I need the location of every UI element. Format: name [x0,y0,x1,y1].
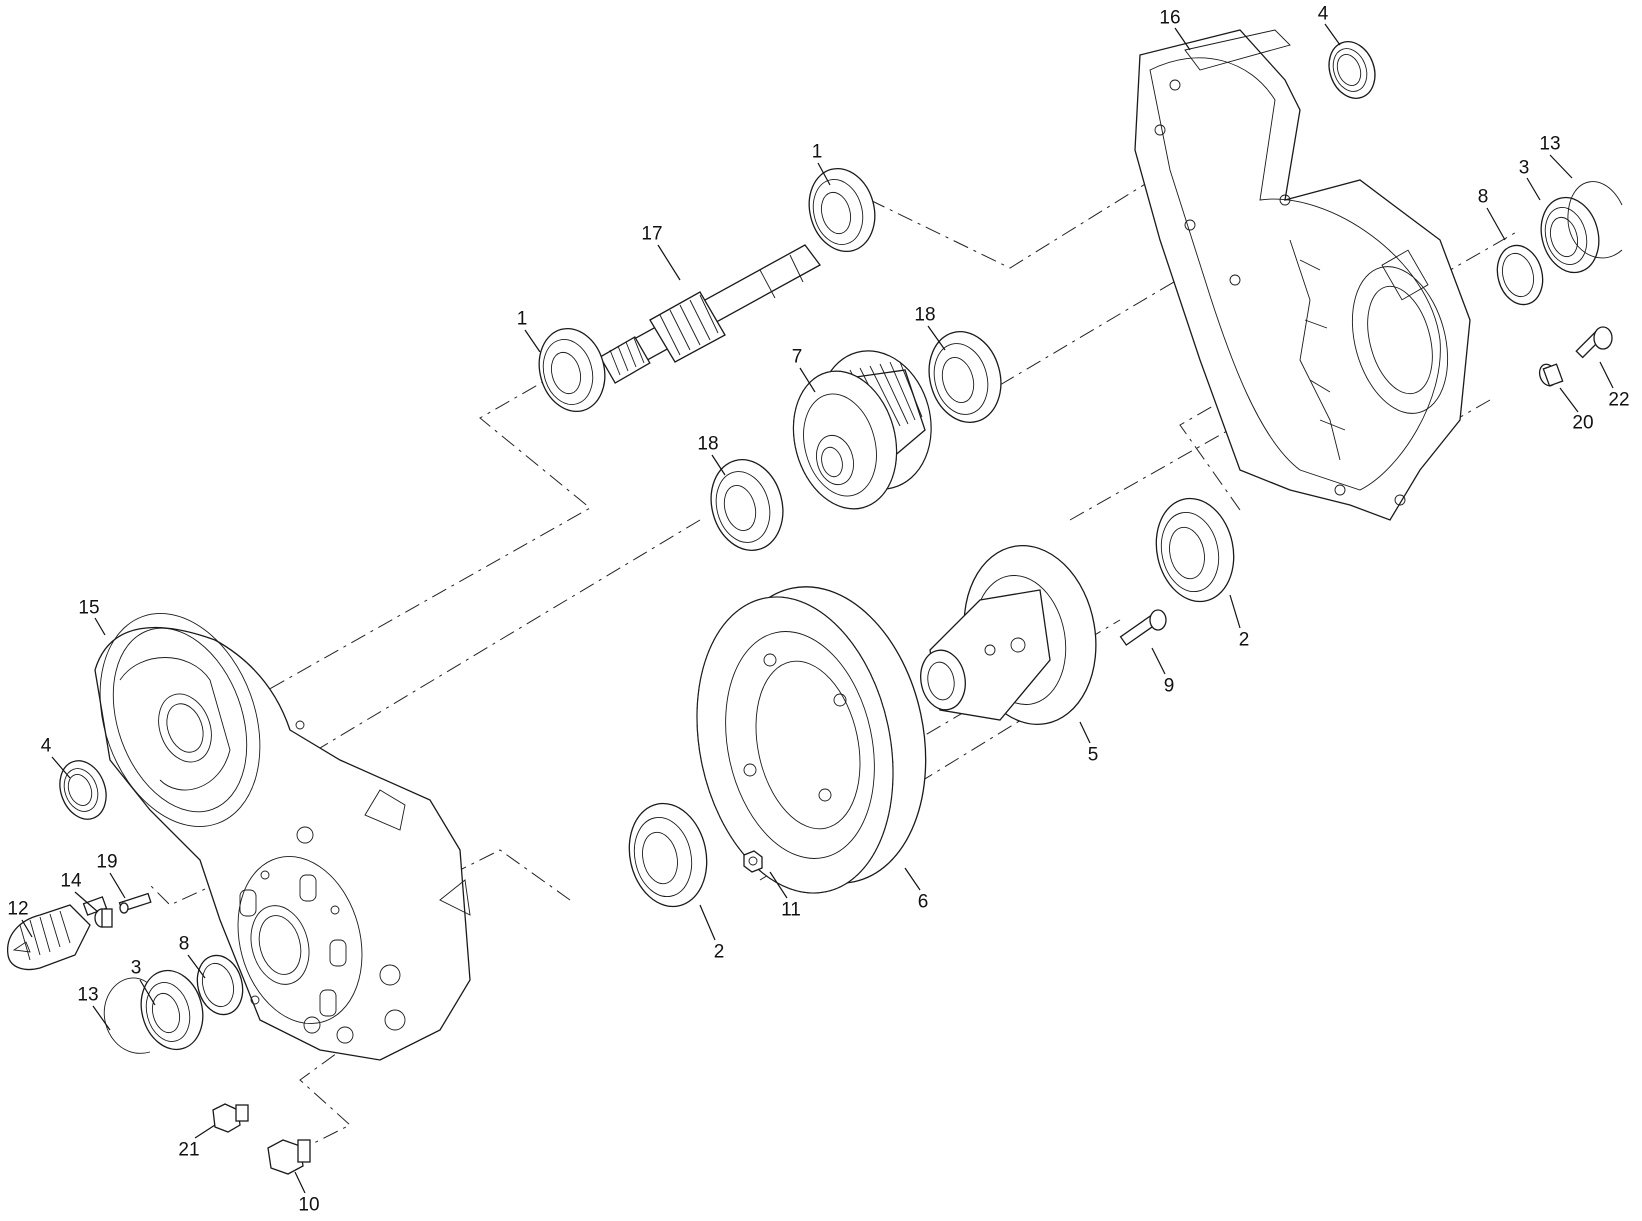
callout-18-upper: 18 [914,304,936,326]
callout-1-lower: 1 [516,308,528,330]
callout-9: 9 [1163,675,1175,697]
callout-17: 17 [641,223,663,245]
bearing-2-left [628,802,708,908]
sleeve-14 [94,908,113,928]
callout-11: 11 [781,899,801,921]
callout-12: 12 [7,898,29,920]
callout-6: 6 [917,891,929,913]
callout-8-bottom: 8 [178,933,190,955]
worm-12 [7,896,108,971]
pin-19 [118,892,152,914]
callout-8-top: 8 [1477,186,1489,208]
callout-1-upper: 1 [811,141,823,163]
intermediate-gear-7 [792,350,932,510]
bearing-3-bottom [140,969,204,1051]
seal-8-bottom [196,954,244,1016]
callout-19: 19 [96,851,118,873]
snap-ring-13-top [1567,181,1623,259]
callout-3-top: 3 [1518,157,1530,179]
bearing-2-right [1155,497,1235,603]
callout-2-left: 2 [713,941,725,963]
bearing-18-lower [710,459,784,551]
callout-10: 10 [298,1194,320,1216]
callout-20: 20 [1572,412,1594,434]
callout-15: 15 [78,597,100,619]
leader-lines [21,23,1614,1194]
callout-7: 7 [791,346,803,368]
callout-14: 14 [60,870,82,892]
snap-ring-13-bottom [103,977,151,1054]
bolt-9 [1119,609,1167,646]
pinion-shaft-17 [599,244,821,384]
oil-seal-4-left [59,760,107,820]
callout-2-right: 2 [1238,629,1250,651]
nut-11 [743,850,763,873]
bearing-1-upper [808,167,876,253]
callout-22: 22 [1608,389,1630,411]
callout-4-top: 4 [1317,3,1329,25]
callout-3-bottom: 3 [130,957,142,979]
ring-gear-6 [696,586,927,894]
callout-5: 5 [1087,744,1099,766]
callout-18-lower: 18 [697,433,719,455]
bearing-1-lower [538,327,606,413]
bearing-3-top [1540,196,1600,274]
bolt-22 [1575,326,1613,359]
dowel-pin-20 [1538,363,1564,387]
housing-right-16 [1134,29,1471,521]
fill-plug-10 [267,1139,311,1175]
callout-4-left: 4 [40,735,52,757]
seal-8-top [1496,244,1544,306]
drain-plug-21 [212,1103,249,1133]
differential-carrier-5 [920,545,1097,725]
callout-13-bottom: 13 [77,984,99,1006]
callout-16: 16 [1159,7,1181,29]
bearing-18-upper [928,331,1002,423]
callout-21: 21 [178,1139,200,1161]
callout-13-top: 13 [1539,133,1561,155]
housing-left-15 [94,613,471,1061]
oil-seal-4-top [1328,41,1376,99]
